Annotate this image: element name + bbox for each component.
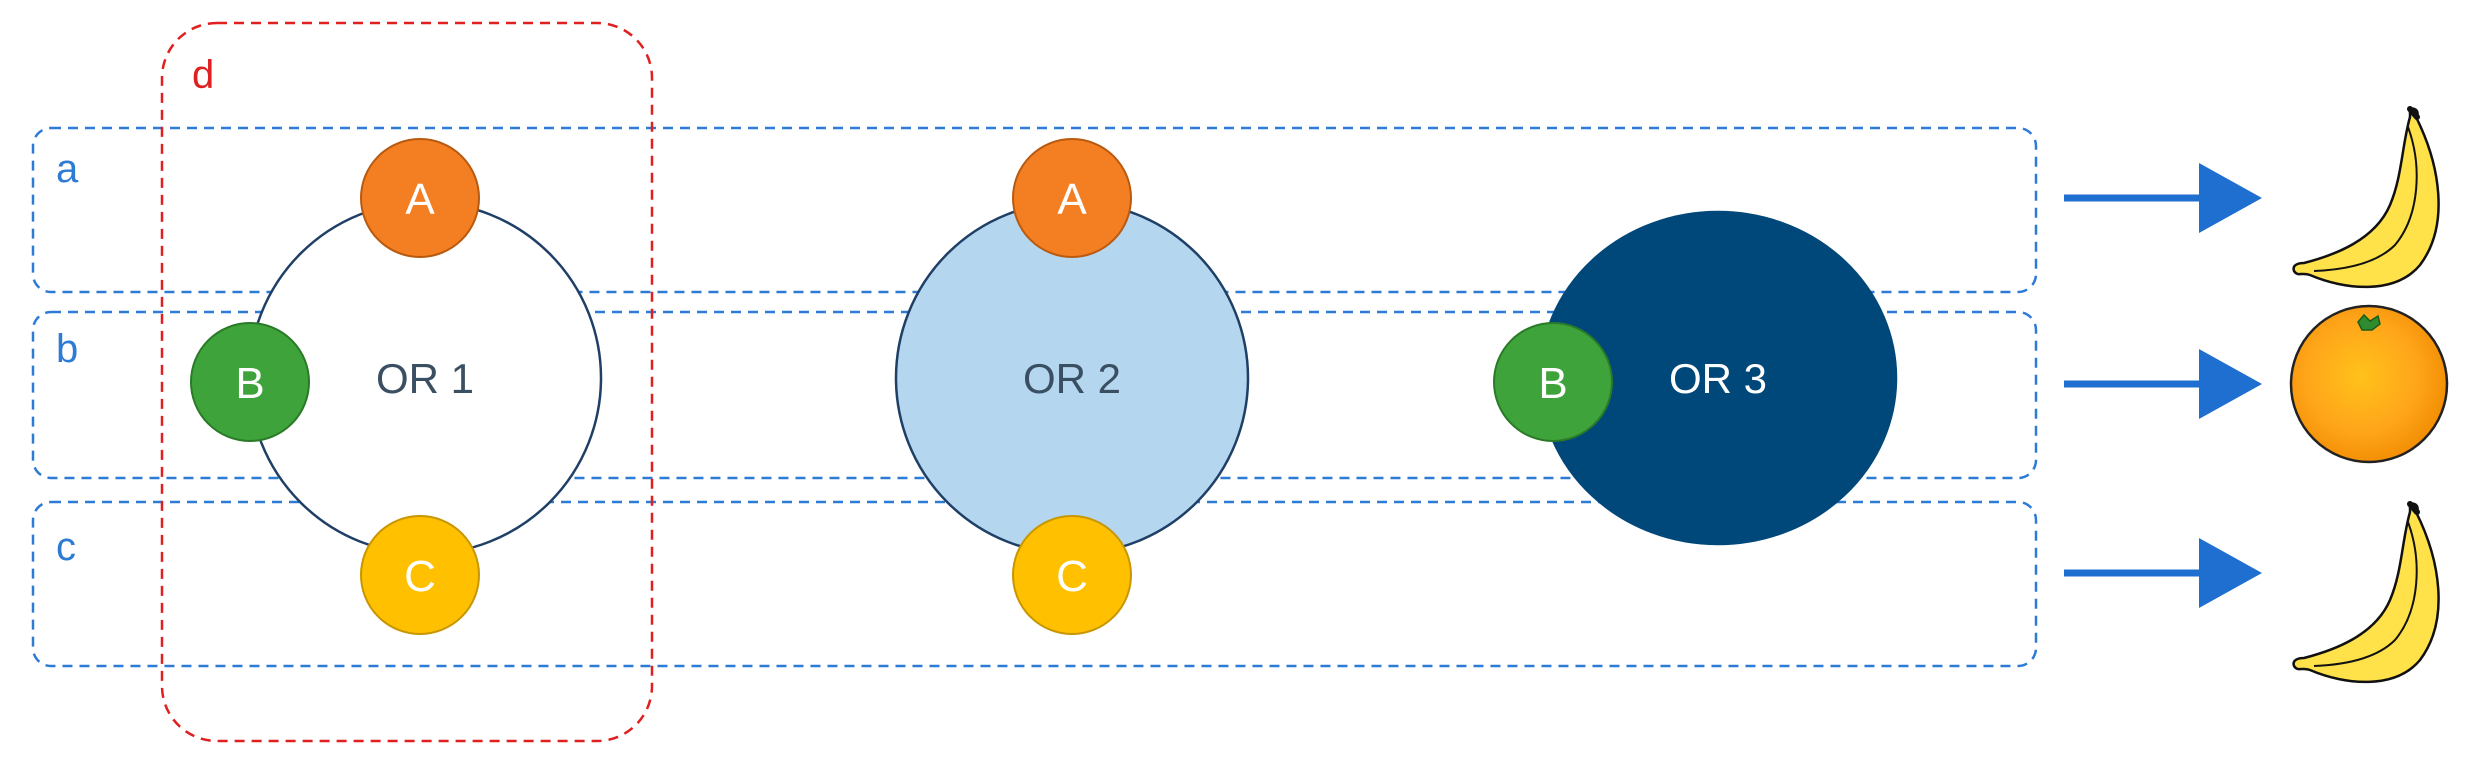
row-label-b: b [56, 327, 78, 371]
odorant-c-circle [1012, 515, 1132, 635]
odorant-b-circle [190, 322, 310, 442]
receptor-or3-label: OR 3 [1669, 355, 1767, 402]
odorant-c-label: C [404, 552, 436, 601]
odorant-b-or1: B [190, 322, 310, 442]
banana-icon [2292, 106, 2440, 289]
odorant-a-or1: A [360, 138, 480, 258]
receptor-or2: OR 2 [894, 200, 1250, 556]
banana-icon [2292, 501, 2440, 684]
receptor-or1-label: OR 1 [376, 355, 474, 402]
row-box-c [31, 500, 2038, 668]
odorant-c-or2: C [1012, 515, 1132, 635]
odorant-c-or1: C [360, 515, 480, 635]
orange-icon [2289, 304, 2449, 464]
odorant-a-label: A [405, 175, 435, 224]
odorant-a-circle [1012, 138, 1132, 258]
output-arrows [2064, 163, 2262, 608]
row-label-a: a [56, 147, 79, 191]
odorant-c-label: C [1056, 552, 1088, 601]
odorant-b-label: B [1538, 359, 1567, 408]
odorant-b-label: B [235, 359, 264, 408]
odorant-a-or2: A [1012, 138, 1132, 258]
receptor-or3: OR 3 [1538, 210, 1898, 546]
odorant-a-label: A [1057, 175, 1087, 224]
group-box-d [160, 21, 654, 743]
odorant-b-circle [1493, 322, 1613, 442]
row-label-c: c [56, 525, 76, 569]
odorant-c-circle [360, 515, 480, 635]
group-label-d: d [192, 53, 214, 97]
odorant-b-or3: B [1493, 322, 1613, 442]
receptor-or2-label: OR 2 [1023, 355, 1121, 402]
odorant-a-circle [360, 138, 480, 258]
